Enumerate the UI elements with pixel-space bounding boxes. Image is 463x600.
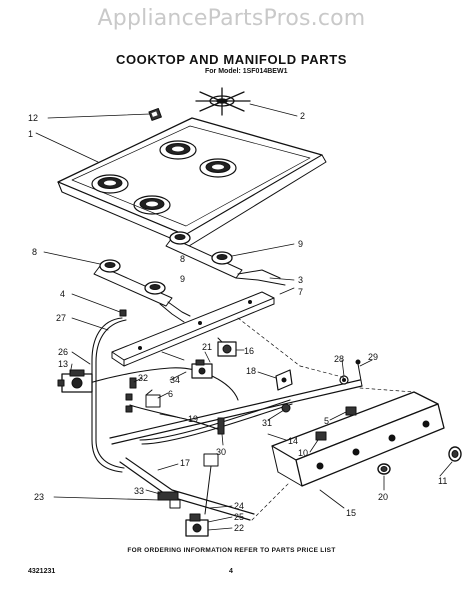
callout-9b: 9 (180, 274, 185, 284)
callout-2: 2 (300, 111, 305, 121)
callout-23: 23 (34, 492, 44, 502)
callout-6: 6 (168, 389, 173, 399)
burner-support-bracket (111, 291, 275, 367)
callout-13: 13 (58, 359, 68, 369)
callout-8a: 8 (32, 247, 37, 257)
callout-21: 21 (202, 342, 212, 352)
callout-24: 24 (234, 501, 244, 511)
callout-19: 19 (188, 414, 198, 424)
callout-28: 28 (334, 354, 344, 364)
knob-seat (377, 463, 391, 475)
oven-thermostat (217, 337, 237, 357)
callout-30: 30 (216, 447, 226, 457)
callout-5: 5 (324, 416, 329, 426)
page-number: 4 (229, 568, 233, 575)
callout-22: 22 (234, 523, 244, 533)
callout-7: 7 (298, 287, 303, 297)
callout-12: 12 (28, 113, 38, 123)
page-title: COOKTOP AND MANIFOLD PARTS (115, 52, 348, 67)
burner-opening-front-right (133, 195, 171, 215)
callout-17: 17 (180, 458, 190, 468)
callout-11: 11 (438, 476, 447, 486)
manifold-pipe (109, 379, 363, 445)
ordering-info-note: FOR ORDERING INFORMATION REFER TO PARTS … (127, 547, 336, 554)
burner-opening-front-left (91, 174, 129, 194)
callout-27: 27 (56, 313, 66, 323)
callout-3: 3 (298, 275, 303, 285)
callout-18: 18 (246, 366, 256, 376)
callout-8b: 8 (180, 254, 185, 264)
callout-26: 26 (58, 347, 68, 357)
callout-32: 32 (138, 373, 148, 383)
reference-lines (237, 317, 415, 521)
callout-29: 29 (368, 352, 378, 362)
oven-burner-valve (157, 453, 219, 537)
control-manifold-panel (271, 391, 445, 487)
callout-1: 1 (28, 129, 33, 139)
model-number: For Model: 1SF014BEW1 (205, 68, 288, 75)
safety-valve (191, 359, 213, 379)
gas-tubing (85, 317, 293, 473)
callout-34: 34 (170, 375, 180, 385)
pressure-regulator (57, 369, 93, 393)
leader-lines (35, 103, 453, 531)
callout-15: 15 (346, 508, 356, 518)
burner-assembly-rear (165, 231, 286, 286)
burner-opening-rear-right (199, 158, 237, 178)
callout-4: 4 (60, 289, 65, 299)
clip-part (148, 108, 162, 121)
callout-33: 33 (134, 486, 144, 496)
cooktop-panel (57, 117, 327, 247)
control-knob (448, 446, 462, 462)
callout-9a: 9 (298, 239, 303, 249)
panel-clip (315, 406, 357, 441)
callout-25: 25 (234, 512, 244, 522)
callout-10: 10 (298, 448, 308, 458)
part-callouts: 12 1 2 8 8 9 9 3 7 4 27 26 13 21 16 32 3… (28, 111, 447, 533)
document-number: 4321231 (28, 568, 56, 575)
valve-stem (217, 417, 225, 435)
small-fittings (119, 309, 137, 413)
burner-opening-rear-left (159, 140, 197, 160)
watermark: AppliancePartsPros.com (97, 6, 366, 31)
callout-14: 14 (288, 436, 298, 446)
mounting-bracket (275, 369, 293, 391)
igniter-bracket (145, 389, 161, 408)
callout-20: 20 (378, 492, 388, 502)
burner-grate (195, 87, 251, 116)
burner-assembly-front (93, 259, 191, 323)
callout-31: 31 (262, 418, 272, 428)
callout-16: 16 (244, 346, 254, 356)
